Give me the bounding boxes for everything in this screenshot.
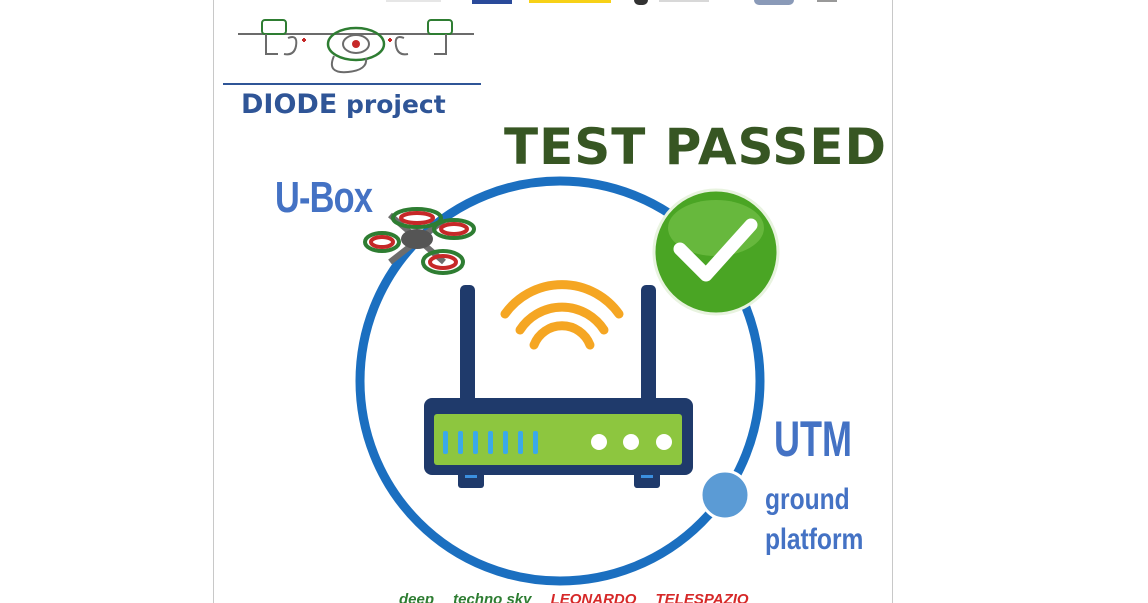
top-logo-strip: [214, 0, 892, 10]
project-title: DIODE project: [241, 89, 446, 120]
router-icon: [424, 285, 693, 488]
partner-logo: TELESPAZIO: [655, 591, 749, 603]
illustration: [355, 176, 780, 586]
partner-logo: LEONARDO: [550, 591, 637, 603]
ground-node-icon: [699, 469, 751, 521]
diode-logo-icon: [238, 19, 474, 74]
infographic-page: DIODE project: [213, 0, 893, 603]
drone-icon: [363, 207, 476, 275]
partner-logos: deep techno sky LEONARDO TELESPAZIO: [399, 589, 879, 603]
utm-label: UTM: [774, 411, 852, 467]
connection-ring: [355, 176, 765, 586]
project-suffix: project: [337, 90, 446, 119]
status-headline: TEST PASSED: [504, 118, 887, 176]
partner-logo: techno sky: [453, 591, 532, 603]
logo-divider: [223, 83, 481, 85]
check-badge-icon: [652, 188, 780, 316]
project-name: DIODE: [241, 89, 338, 120]
ubox-label: U-Box: [275, 173, 373, 222]
ground-label-line2: platform: [765, 523, 864, 556]
ground-platform-label: ground platform: [765, 480, 863, 560]
wifi-icon: [500, 280, 624, 350]
ground-label-line1: ground: [765, 483, 850, 516]
partner-logo: deep: [399, 591, 435, 603]
